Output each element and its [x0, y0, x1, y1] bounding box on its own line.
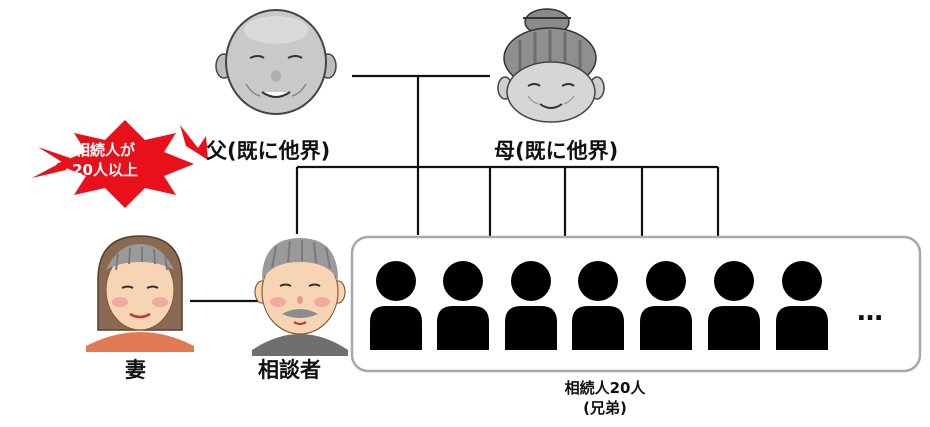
heirs-caption: 相続人20人 (兄弟) [540, 378, 670, 418]
mother-illustration [497, 8, 605, 123]
alert-starburst-spikes [180, 125, 208, 160]
more-heirs-ellipsis: … [857, 297, 883, 327]
person-silhouette-icon [776, 261, 828, 350]
person-silhouette-icon [370, 261, 422, 350]
mother-label: 母(既に他界) [494, 139, 619, 163]
person-silhouette-icon [505, 261, 557, 350]
alert-starburst-spikes [32, 147, 70, 178]
father-label: 父(既に他界) [206, 139, 331, 163]
father-illustration [215, 9, 337, 115]
person-silhouette-icon [708, 261, 760, 350]
consultant-illustration [252, 238, 348, 356]
wife-label: 妻 [125, 358, 146, 382]
heir-silhouettes [370, 261, 828, 350]
heirs-caption-line2: (兄弟) [583, 399, 627, 417]
alert-starburst-text: 相続人が 20人以上 [40, 140, 170, 180]
consultant-label: 相談者 [258, 358, 321, 382]
burst-text-line2: 20人以上 [72, 161, 138, 179]
connector-lines [190, 74, 720, 303]
person-silhouette-icon [640, 261, 692, 350]
person-silhouette-icon [437, 261, 489, 350]
heirs-caption-line1: 相続人20人 [564, 379, 646, 397]
burst-text-line1: 相続人が [74, 141, 135, 159]
alert-starburst [56, 120, 194, 208]
wife-illustration [86, 235, 194, 352]
heirs-box [350, 235, 922, 373]
person-silhouette-icon [572, 261, 624, 350]
